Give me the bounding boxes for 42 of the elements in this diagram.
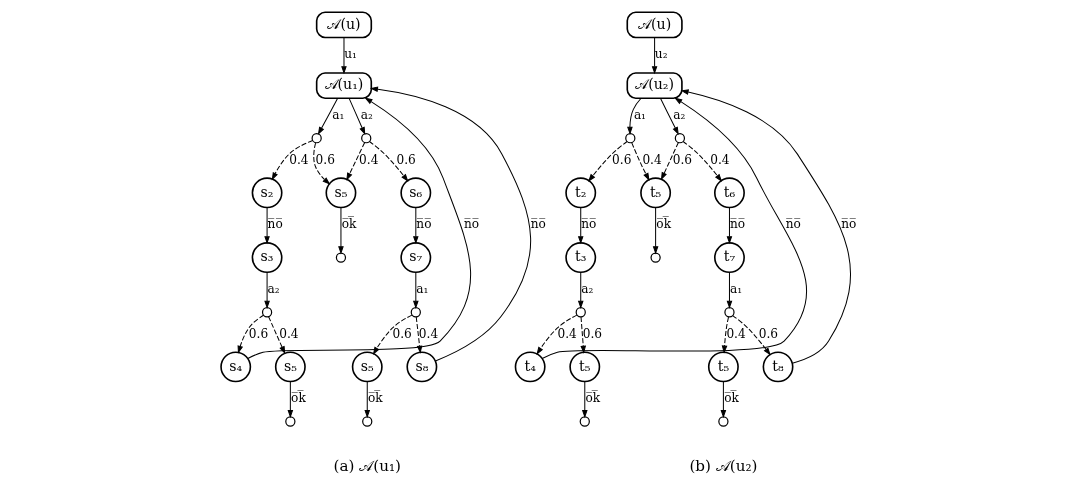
edge-label: a₁ <box>729 282 742 297</box>
edge-label: a₂ <box>580 282 593 297</box>
edge-label: n̅o̅ <box>463 217 479 232</box>
edge-label: a₁ <box>331 108 344 123</box>
edge-label: n̅o̅ <box>415 217 431 232</box>
edge-label: 0.4 <box>288 152 309 167</box>
edge-label: o̅k̅ <box>290 391 306 406</box>
edge-label: o̅k̅ <box>341 217 356 232</box>
edge-label: 0.4 <box>709 152 729 167</box>
edge-label: n̅o̅ <box>840 217 856 232</box>
edge-label: 0.6 <box>315 152 335 167</box>
edge-label: n̅o̅ <box>580 217 596 232</box>
edge-label: a₂ <box>360 108 373 123</box>
edge-label: 0.6 <box>392 326 412 341</box>
edge-label: u₂ <box>654 47 668 62</box>
edge-label: 0.6 <box>396 152 416 167</box>
edge-label: 0.4 <box>725 326 746 341</box>
label: (a) 𝒜(u₁) <box>333 457 401 476</box>
edge-label: n̅o̅ <box>267 217 283 232</box>
label: (b) 𝒜(u₂) <box>688 457 757 476</box>
edge-label: u₁ <box>343 47 357 62</box>
edge-label: 0.6 <box>582 326 602 341</box>
edge-label: a₂ <box>267 282 280 297</box>
edge-label: 0.6 <box>758 326 778 341</box>
edge-label: n̅o̅ <box>785 217 801 232</box>
edge-label: 0.4 <box>358 152 378 167</box>
edge-label: o̅k̅ <box>723 391 739 406</box>
edge-label: o̅k̅ <box>655 217 671 232</box>
edge-label: a₁ <box>415 282 428 297</box>
edge-label: 0.4 <box>556 326 577 341</box>
edge-label: a₁ <box>633 108 646 123</box>
edge-label: n̅o̅ <box>729 217 745 232</box>
edge-label: 0.6 <box>672 152 692 167</box>
edge-label: n̅o̅ <box>530 217 546 232</box>
edge-label: 0.4 <box>418 326 438 341</box>
edge-label: 0.6 <box>611 152 631 167</box>
edge-label: o̅k̅ <box>585 391 600 406</box>
edge-label: o̅k̅ <box>367 391 383 406</box>
edge-label: a₂ <box>672 108 685 123</box>
edge-label: 0.6 <box>248 326 268 341</box>
edge-label: 0.4 <box>641 152 662 167</box>
edge-label: 0.4 <box>278 326 298 341</box>
